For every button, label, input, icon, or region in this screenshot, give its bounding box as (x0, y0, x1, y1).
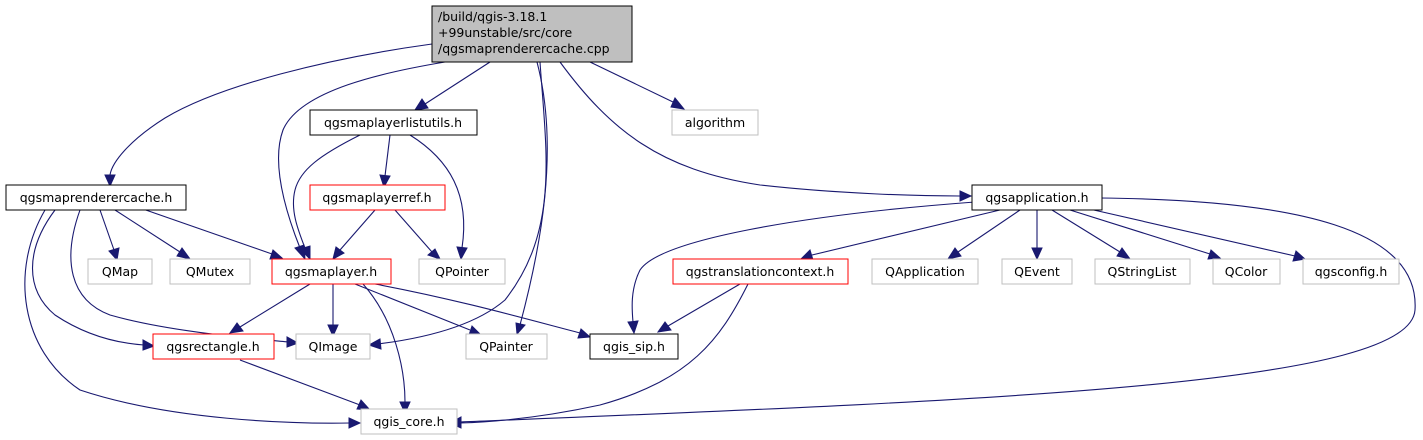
svg-text:qgsmaplayerlistutils.h[interactable]: qgsmaplayerlistutils.h (324, 115, 462, 130)
node-root-file: /build/qgis-3.18.1 +99unstable/src/core … (431, 5, 633, 63)
edge-root-to-qpainter (515, 61, 548, 336)
svg-text:qgstranslationcontext.h[interactable]: qgstranslationcontext.h (686, 264, 835, 279)
node-algorithm: algorithm (671, 109, 759, 136)
edge-application-to-qgsconfig (1084, 207, 1307, 262)
edge-maplayer-to-qgsrectangle (228, 283, 311, 334)
node-qapplication: QApplication (871, 258, 979, 285)
svg-text:qgis_sip.h[interactable]: qgis_sip.h (603, 339, 665, 354)
edge-listutils-to-qpointer (409, 134, 468, 261)
svg-text:qgsconfig.h: qgsconfig.h (1315, 264, 1388, 279)
svg-text:QApplication: QApplication (885, 264, 965, 279)
edge-maplayerref-to-qpointer (394, 209, 441, 260)
node-qgsmaprenderercache-h[interactable]: qgsmaprenderercache.h (5, 184, 187, 211)
edge-cache-to-maplayer (139, 207, 284, 260)
node-qmap: QMap (87, 258, 153, 285)
edge-maplayer-to-qimage (327, 284, 339, 338)
edge-root-to-algorithm (589, 61, 686, 110)
edge-maplayer-to-qgis-core (362, 283, 411, 415)
edge-root-to-qgsmaprenderercache-h (104, 43, 433, 188)
edge-root-to-qgsmaplayerlistutils-h (413, 61, 491, 111)
edge-application-to-qapplication (946, 209, 1021, 260)
edge-cache-to-qgis-core (24, 209, 362, 429)
edge-application-to-translationcontext (799, 209, 1001, 261)
root-line-2: +99unstable/src/core (438, 25, 572, 40)
svg-text:QMap: QMap (102, 264, 138, 279)
edge-maplayer-to-qgis-sip (374, 283, 592, 339)
edge-cache-to-qgsrectangle (31, 209, 156, 351)
node-qpainter: QPainter (465, 333, 548, 360)
svg-text:qgsmaprenderercache.h[interactable]: qgsmaprenderercache.h (20, 190, 173, 205)
edge-application-to-qstringlist (1051, 209, 1132, 260)
svg-text:QPointer: QPointer (435, 264, 490, 279)
node-qmutex: QMutex (169, 258, 251, 285)
edge-translationcontext-to-qgis-sip (656, 283, 741, 333)
edge-cache-to-qmutex (114, 209, 192, 260)
edge-application-to-qgis-core (448, 197, 1416, 428)
edge-root-to-qgsmaplayer-h (278, 61, 446, 261)
node-qgsapplication-h[interactable]: qgsapplication.h (971, 184, 1103, 211)
svg-text:qgsapplication.h[interactable]: qgsapplication.h (985, 190, 1088, 205)
svg-text:qgsmaplayerref.h[interactable]: qgsmaplayerref.h (322, 190, 431, 205)
root-line-3: /qgsmaprenderercache.cpp (438, 41, 610, 56)
edge-maplayer-to-qpainter (354, 283, 483, 336)
node-qstringlist: QStringList (1094, 258, 1191, 285)
edge-cache-to-qmap (99, 209, 120, 262)
svg-text:qgsrectangle.h[interactable]: qgsrectangle.h (166, 339, 259, 354)
node-qpointer: QPointer (418, 258, 506, 285)
svg-text:QEvent: QEvent (1014, 264, 1060, 279)
svg-text:QStringList: QStringList (1108, 264, 1177, 279)
node-qcolor: QColor (1212, 258, 1281, 285)
node-qgsmaplayerref-h[interactable]: qgsmaplayerref.h (309, 184, 446, 211)
edge-listutils-to-maplayerref (379, 134, 391, 189)
node-qimage: QImage (295, 333, 371, 360)
svg-text:QMutex: QMutex (186, 264, 234, 279)
node-qgis-sip-h[interactable]: qgis_sip.h (589, 333, 679, 360)
edge-application-to-qevent (1031, 210, 1043, 261)
edge-root-to-qimage (367, 61, 547, 350)
svg-text:QImage: QImage (309, 339, 358, 354)
node-qgsmaplayerlistutils-h[interactable]: qgsmaplayerlistutils.h (309, 109, 478, 136)
edge-listutils-to-maplayer (292, 134, 361, 261)
svg-text:algorithm: algorithm (685, 115, 745, 130)
node-qgsmaplayer-h[interactable]: qgsmaplayer.h (271, 258, 392, 285)
edge-maplayerref-to-maplayer (332, 209, 376, 260)
edge-qgsrectangle-to-qgis-core (239, 359, 372, 411)
svg-text:qgis_core.h: qgis_core.h (373, 414, 444, 429)
svg-text:QPainter: QPainter (479, 339, 533, 354)
node-qgis-core-h: qgis_core.h (360, 408, 458, 435)
svg-text:QColor: QColor (1225, 264, 1268, 279)
root-line-1: /build/qgis-3.18.1 (438, 9, 547, 24)
node-qgsconfig-h: qgsconfig.h (1302, 258, 1400, 285)
node-qgsrectangle-h[interactable]: qgsrectangle.h (152, 333, 275, 360)
node-qevent: QEvent (1001, 258, 1073, 285)
node-qgstranslationcontext-h[interactable]: qgstranslationcontext.h (672, 258, 849, 285)
edge-application-to-qgis-sip (627, 201, 976, 335)
edge-root-to-qgsapplication-h (559, 61, 973, 202)
svg-text:qgsmaplayer.h[interactable]: qgsmaplayer.h (285, 264, 377, 279)
